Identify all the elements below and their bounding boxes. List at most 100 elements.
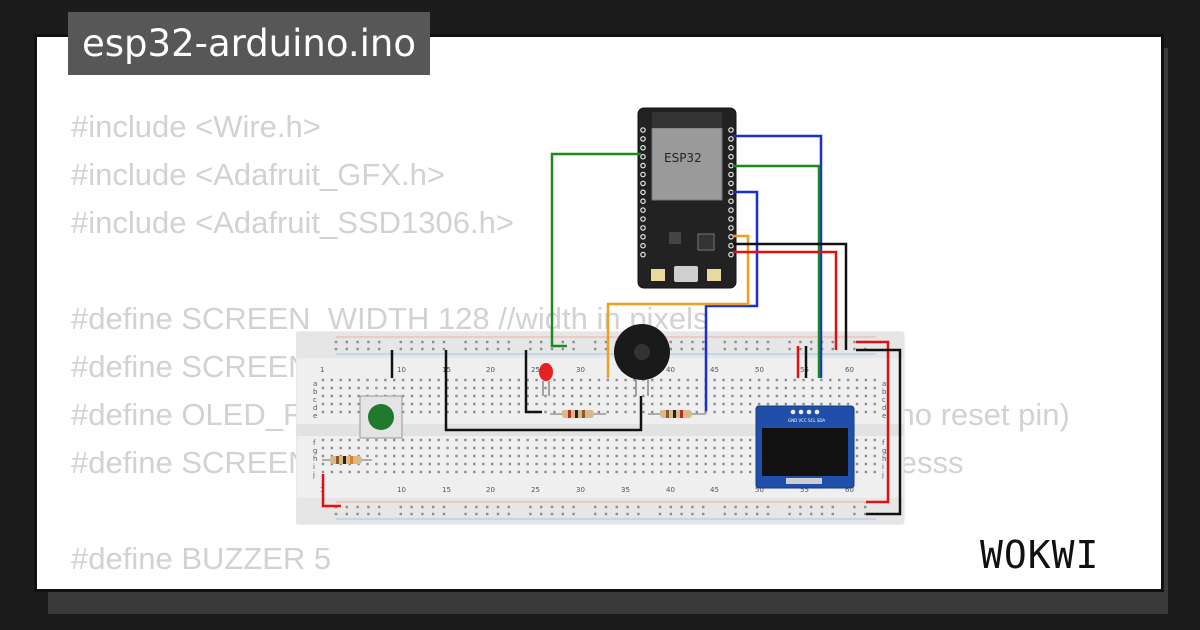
bb-hole [873, 402, 876, 406]
bb-rail-hole [723, 340, 726, 344]
bb-hole [330, 438, 334, 442]
bb-hole [579, 378, 583, 382]
bb-hole [393, 470, 396, 474]
bb-hole [766, 378, 770, 382]
bb-rail-hole [604, 347, 608, 351]
bb-hole [321, 454, 325, 458]
bb-hole [660, 446, 663, 450]
bb-hole [846, 386, 850, 390]
bb-hole [811, 402, 814, 406]
bb-hole [651, 402, 654, 406]
bb-hole [651, 410, 654, 414]
bb-hole [713, 378, 716, 382]
esp32-pins [640, 127, 734, 258]
bb-hole [633, 462, 636, 466]
bb-rail-hole [367, 340, 370, 344]
bb-hole [731, 378, 734, 382]
bb-hole [757, 394, 761, 398]
bb-hole [660, 454, 663, 458]
bb-col-number: 25 [531, 366, 540, 374]
bb-rail-hole [658, 505, 662, 509]
bb-rail-hole [788, 347, 791, 351]
bb-rail-hole [799, 505, 802, 509]
bb-hole [740, 454, 743, 458]
bb-hole [642, 410, 645, 414]
bb-hole [357, 410, 360, 414]
bb-col-number: 15 [442, 486, 451, 494]
bb-hole [793, 386, 796, 390]
bb-hole [757, 402, 761, 406]
bb-hole [464, 446, 467, 450]
bb-row-letter: a [313, 380, 317, 388]
bb-hole [455, 462, 458, 466]
bb-hole [615, 470, 618, 474]
bb-col-number: 55 [800, 486, 809, 494]
bb-hole [686, 378, 690, 382]
bb-rail-hole [766, 512, 770, 516]
bb-hole [624, 446, 627, 450]
bb-hole [499, 402, 503, 406]
bb-hole [606, 462, 609, 466]
bb-hole [686, 470, 690, 474]
wire-red [856, 340, 890, 504]
bb-hole [695, 438, 698, 442]
bb-hole [588, 470, 592, 474]
bb-hole [633, 454, 636, 458]
bb-hole [615, 410, 618, 414]
bb-hole [410, 462, 414, 466]
bb-hole [330, 470, 334, 474]
bb-hole [597, 394, 601, 398]
bb-hole [793, 378, 796, 382]
bb-hole [499, 378, 503, 382]
esp32-pin [728, 180, 734, 187]
bb-rail-hole [345, 512, 348, 516]
bb-hole [437, 470, 440, 474]
bb-hole [855, 394, 859, 398]
bb-hole [571, 462, 574, 466]
bb-hole [731, 470, 734, 474]
bb-col-number: 50 [755, 366, 764, 374]
bb-hole [571, 378, 574, 382]
bb-hole [482, 386, 485, 390]
bb-rail-hole [810, 512, 813, 516]
bb-rail-hole [864, 512, 867, 516]
bb-hole [624, 454, 627, 458]
bb-hole [348, 410, 351, 414]
bb-hole [660, 386, 663, 390]
bb-rail-hole [540, 505, 543, 509]
bb-hole [713, 394, 716, 398]
bb-rail-hole [691, 340, 694, 344]
bb-hole [579, 446, 583, 450]
bb-hole [473, 454, 476, 458]
bb-rail-hole [550, 512, 554, 516]
bb-hole [606, 410, 609, 414]
bb-hole [446, 462, 449, 466]
bb-hole [855, 410, 859, 414]
bb-hole [811, 394, 814, 398]
bb-hole [838, 402, 841, 406]
esp32-pin [640, 127, 646, 133]
bb-hole [855, 446, 859, 450]
bb-hole [490, 386, 494, 390]
bb-hole [339, 378, 342, 382]
bb-row-letter: h [313, 455, 317, 463]
bb-hole [419, 378, 423, 382]
bb-hole [855, 438, 859, 442]
bb-hole [597, 446, 601, 450]
bb-hole [535, 470, 538, 474]
bb-hole [473, 410, 476, 414]
bb-rail-hole [410, 347, 413, 351]
bb-rail-hole [475, 512, 478, 516]
bb-hole [749, 410, 752, 414]
bb-hole [464, 394, 467, 398]
bb-hole [490, 410, 494, 414]
bb-hole [517, 386, 520, 390]
esp32-pin [640, 144, 646, 151]
bb-col-number: 30 [576, 366, 585, 374]
bb-hole [410, 378, 414, 382]
bb-rail-hole [820, 512, 824, 516]
bb-rail-hole [540, 512, 543, 516]
bb-hole [784, 378, 787, 382]
code-line: #include <Adafruit_SSD1306.h> [71, 205, 514, 240]
code-line: #include <Wire.h> [71, 109, 321, 144]
